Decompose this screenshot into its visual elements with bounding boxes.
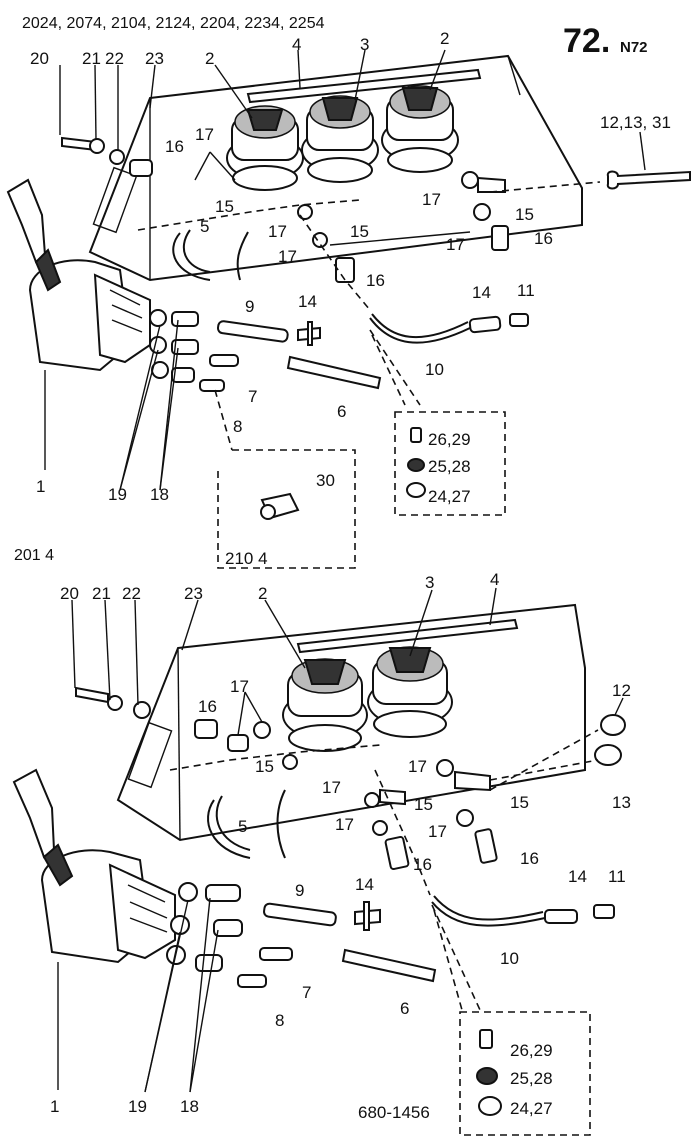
callout-15c: 15 xyxy=(350,222,369,241)
callout-20-bottom: 20 xyxy=(60,584,79,603)
callout-23: 23 xyxy=(145,49,164,68)
callout-21-bottom: 21 xyxy=(92,584,111,603)
callout-2-right: 2 xyxy=(440,29,449,48)
callout-21: 21 xyxy=(82,49,101,68)
callout-16a-bottom: 16 xyxy=(198,697,217,716)
callout-18-bottom: 18 xyxy=(180,1097,199,1116)
callout-3: 3 xyxy=(360,35,369,54)
callout-25-28-bottom: 25,28 xyxy=(510,1069,553,1088)
callout-20: 20 xyxy=(30,49,49,68)
callout-11: 11 xyxy=(517,281,535,300)
callout-15a-bottom: 15 xyxy=(255,757,274,776)
callout-3-bottom: 3 xyxy=(425,573,434,592)
callout-1-bottom: 1 xyxy=(50,1097,59,1116)
callout-16a: 16 xyxy=(165,137,184,156)
callout-8-bottom: 8 xyxy=(275,1011,284,1030)
callout-17d: 17 xyxy=(446,235,465,254)
callout-2-bottom: 2 xyxy=(258,584,267,603)
callout-16b: 16 xyxy=(534,229,553,248)
callout-15b: 15 xyxy=(515,205,534,224)
callout-17e-bottom: 17 xyxy=(428,822,447,841)
callout-9: 9 xyxy=(245,297,254,316)
callout-14a-bottom: 14 xyxy=(355,875,374,894)
callout-8: 8 xyxy=(233,417,242,436)
callout-15b-bottom: 15 xyxy=(414,795,433,814)
callout-17a-bottom: 17 xyxy=(230,677,249,696)
callout-22: 22 xyxy=(105,49,124,68)
brake-valve-bottom-left xyxy=(282,658,368,752)
callout-12-bottom: 12 xyxy=(612,681,631,700)
tube-4-bottom xyxy=(296,618,519,654)
drawing-id: 680-1456 xyxy=(358,1103,430,1122)
callout-6: 6 xyxy=(337,402,346,421)
callout-6-bottom: 6 xyxy=(400,999,409,1018)
callout-9-bottom: 9 xyxy=(295,881,304,900)
model-list-top: 2024, 2074, 2104, 2124, 2204, 2234, 2254 xyxy=(22,15,325,32)
callout-16c-bottom: 16 xyxy=(520,849,539,868)
page-suffix: N72 xyxy=(620,39,648,56)
callout-30: 30 xyxy=(316,471,335,490)
callout-4-bottom: 4 xyxy=(490,570,499,589)
brake-valve-right xyxy=(381,85,459,173)
top-assembly: 30 210 4 20 21 22 23 2 4 3 2 12,13, xyxy=(6,29,691,569)
callout-23-bottom: 23 xyxy=(184,584,203,603)
callout-5-bottom: 5 xyxy=(238,817,247,836)
callout-14a: 14 xyxy=(298,292,317,311)
callout-2-left: 2 xyxy=(205,49,214,68)
model-list-bottom: 201 4 xyxy=(14,547,54,564)
callout-15c-bottom: 15 xyxy=(510,793,529,812)
callout-19: 19 xyxy=(108,485,127,504)
brake-valve-middle xyxy=(301,95,379,183)
callout-22-bottom: 22 xyxy=(122,584,141,603)
control-valve-1-bottom xyxy=(12,768,176,964)
callout-17e: 17 xyxy=(278,247,297,266)
callout-17b-bottom: 17 xyxy=(408,757,427,776)
callout-4: 4 xyxy=(292,35,301,54)
callout-17a: 17 xyxy=(195,125,214,144)
callout-14b-bottom: 14 xyxy=(568,867,587,886)
callout-24-27-bottom: 24,27 xyxy=(510,1099,553,1118)
lever-handle-bottom xyxy=(12,768,56,859)
callout-10: 10 xyxy=(425,360,444,379)
callout-11-bottom: 11 xyxy=(608,867,626,886)
callout-25-28: 25,28 xyxy=(428,457,471,476)
callout-16c: 16 xyxy=(366,271,385,290)
callout-19-bottom: 19 xyxy=(128,1097,147,1116)
callout-10-bottom: 10 xyxy=(500,949,519,968)
bottom-assembly: 20 21 22 23 2 3 4 12 13 16 17 15 17 17 1… xyxy=(12,319,631,1136)
page-number: 72. xyxy=(563,22,610,60)
callout-7-bottom: 7 xyxy=(302,983,311,1002)
inset-model: 210 4 xyxy=(225,549,268,568)
brake-valve-bottom-right xyxy=(367,646,453,738)
callout-18: 18 xyxy=(150,485,169,504)
callout-16b-bottom: 16 xyxy=(413,855,432,874)
callout-17b: 17 xyxy=(422,190,441,209)
callout-14b: 14 xyxy=(472,283,491,302)
mounting-plate-bottom xyxy=(116,603,586,842)
callout-15a: 15 xyxy=(215,197,234,216)
callout-13-bottom: 13 xyxy=(612,793,631,812)
callout-26-29: 26,29 xyxy=(428,430,471,449)
callout-17c-bottom: 17 xyxy=(322,778,341,797)
callout-24-27: 24,27 xyxy=(428,487,471,506)
tube-4 xyxy=(246,68,482,104)
callout-12-13-31: 12,13, 31 xyxy=(600,113,671,132)
lever-handle xyxy=(6,178,47,264)
callout-5: 5 xyxy=(200,217,209,236)
callout-7: 7 xyxy=(248,387,257,406)
brake-valve-left xyxy=(226,105,304,191)
callout-17d-bottom: 17 xyxy=(335,815,354,834)
callout-17c: 17 xyxy=(268,222,287,241)
control-valve-1 xyxy=(6,178,151,372)
callout-1: 1 xyxy=(36,477,45,496)
callout-26-29-bottom: 26,29 xyxy=(510,1041,553,1060)
